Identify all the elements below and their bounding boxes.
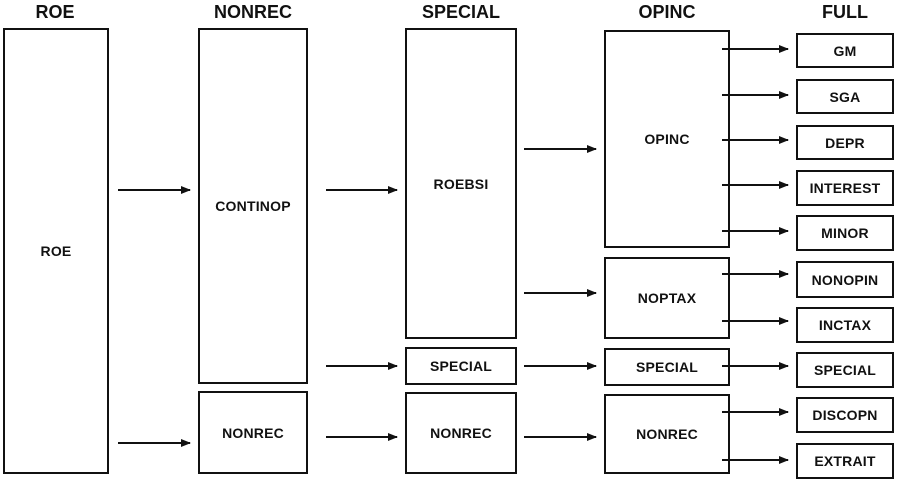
column-header-roe: ROE [35, 2, 75, 22]
box-extrait: EXTRAIT [796, 443, 894, 479]
box-minor: MINOR [796, 215, 894, 251]
box-inctax: INCTAX [796, 307, 894, 343]
box-nonrec-col3: NONREC [405, 392, 517, 474]
box-special-col4: SPECIAL [604, 348, 730, 386]
box-roe: ROE [3, 28, 109, 474]
box-roebsi: ROEBSI [405, 28, 517, 339]
box-interest: INTEREST [796, 170, 894, 206]
box-nonrec-col4: NONREC [604, 394, 730, 474]
column-header-full: FULL [822, 2, 868, 22]
box-depr: DEPR [796, 125, 894, 160]
box-gm: GM [796, 33, 894, 68]
box-sga: SGA [796, 79, 894, 114]
box-nonopin: NONOPIN [796, 261, 894, 298]
box-noptax: NOPTAX [604, 257, 730, 339]
box-nonrec-col2: NONREC [198, 391, 308, 474]
box-special-col3: SPECIAL [405, 347, 517, 385]
column-header-nonrec: NONREC [213, 2, 292, 22]
column-header-opinc: OPINC [638, 2, 696, 22]
box-opinc: OPINC [604, 30, 730, 248]
column-header-special: SPECIAL [421, 2, 500, 22]
box-discopn: DISCOPN [796, 397, 894, 433]
box-special-col5: SPECIAL [796, 352, 894, 388]
box-continop: CONTINOP [198, 28, 308, 384]
